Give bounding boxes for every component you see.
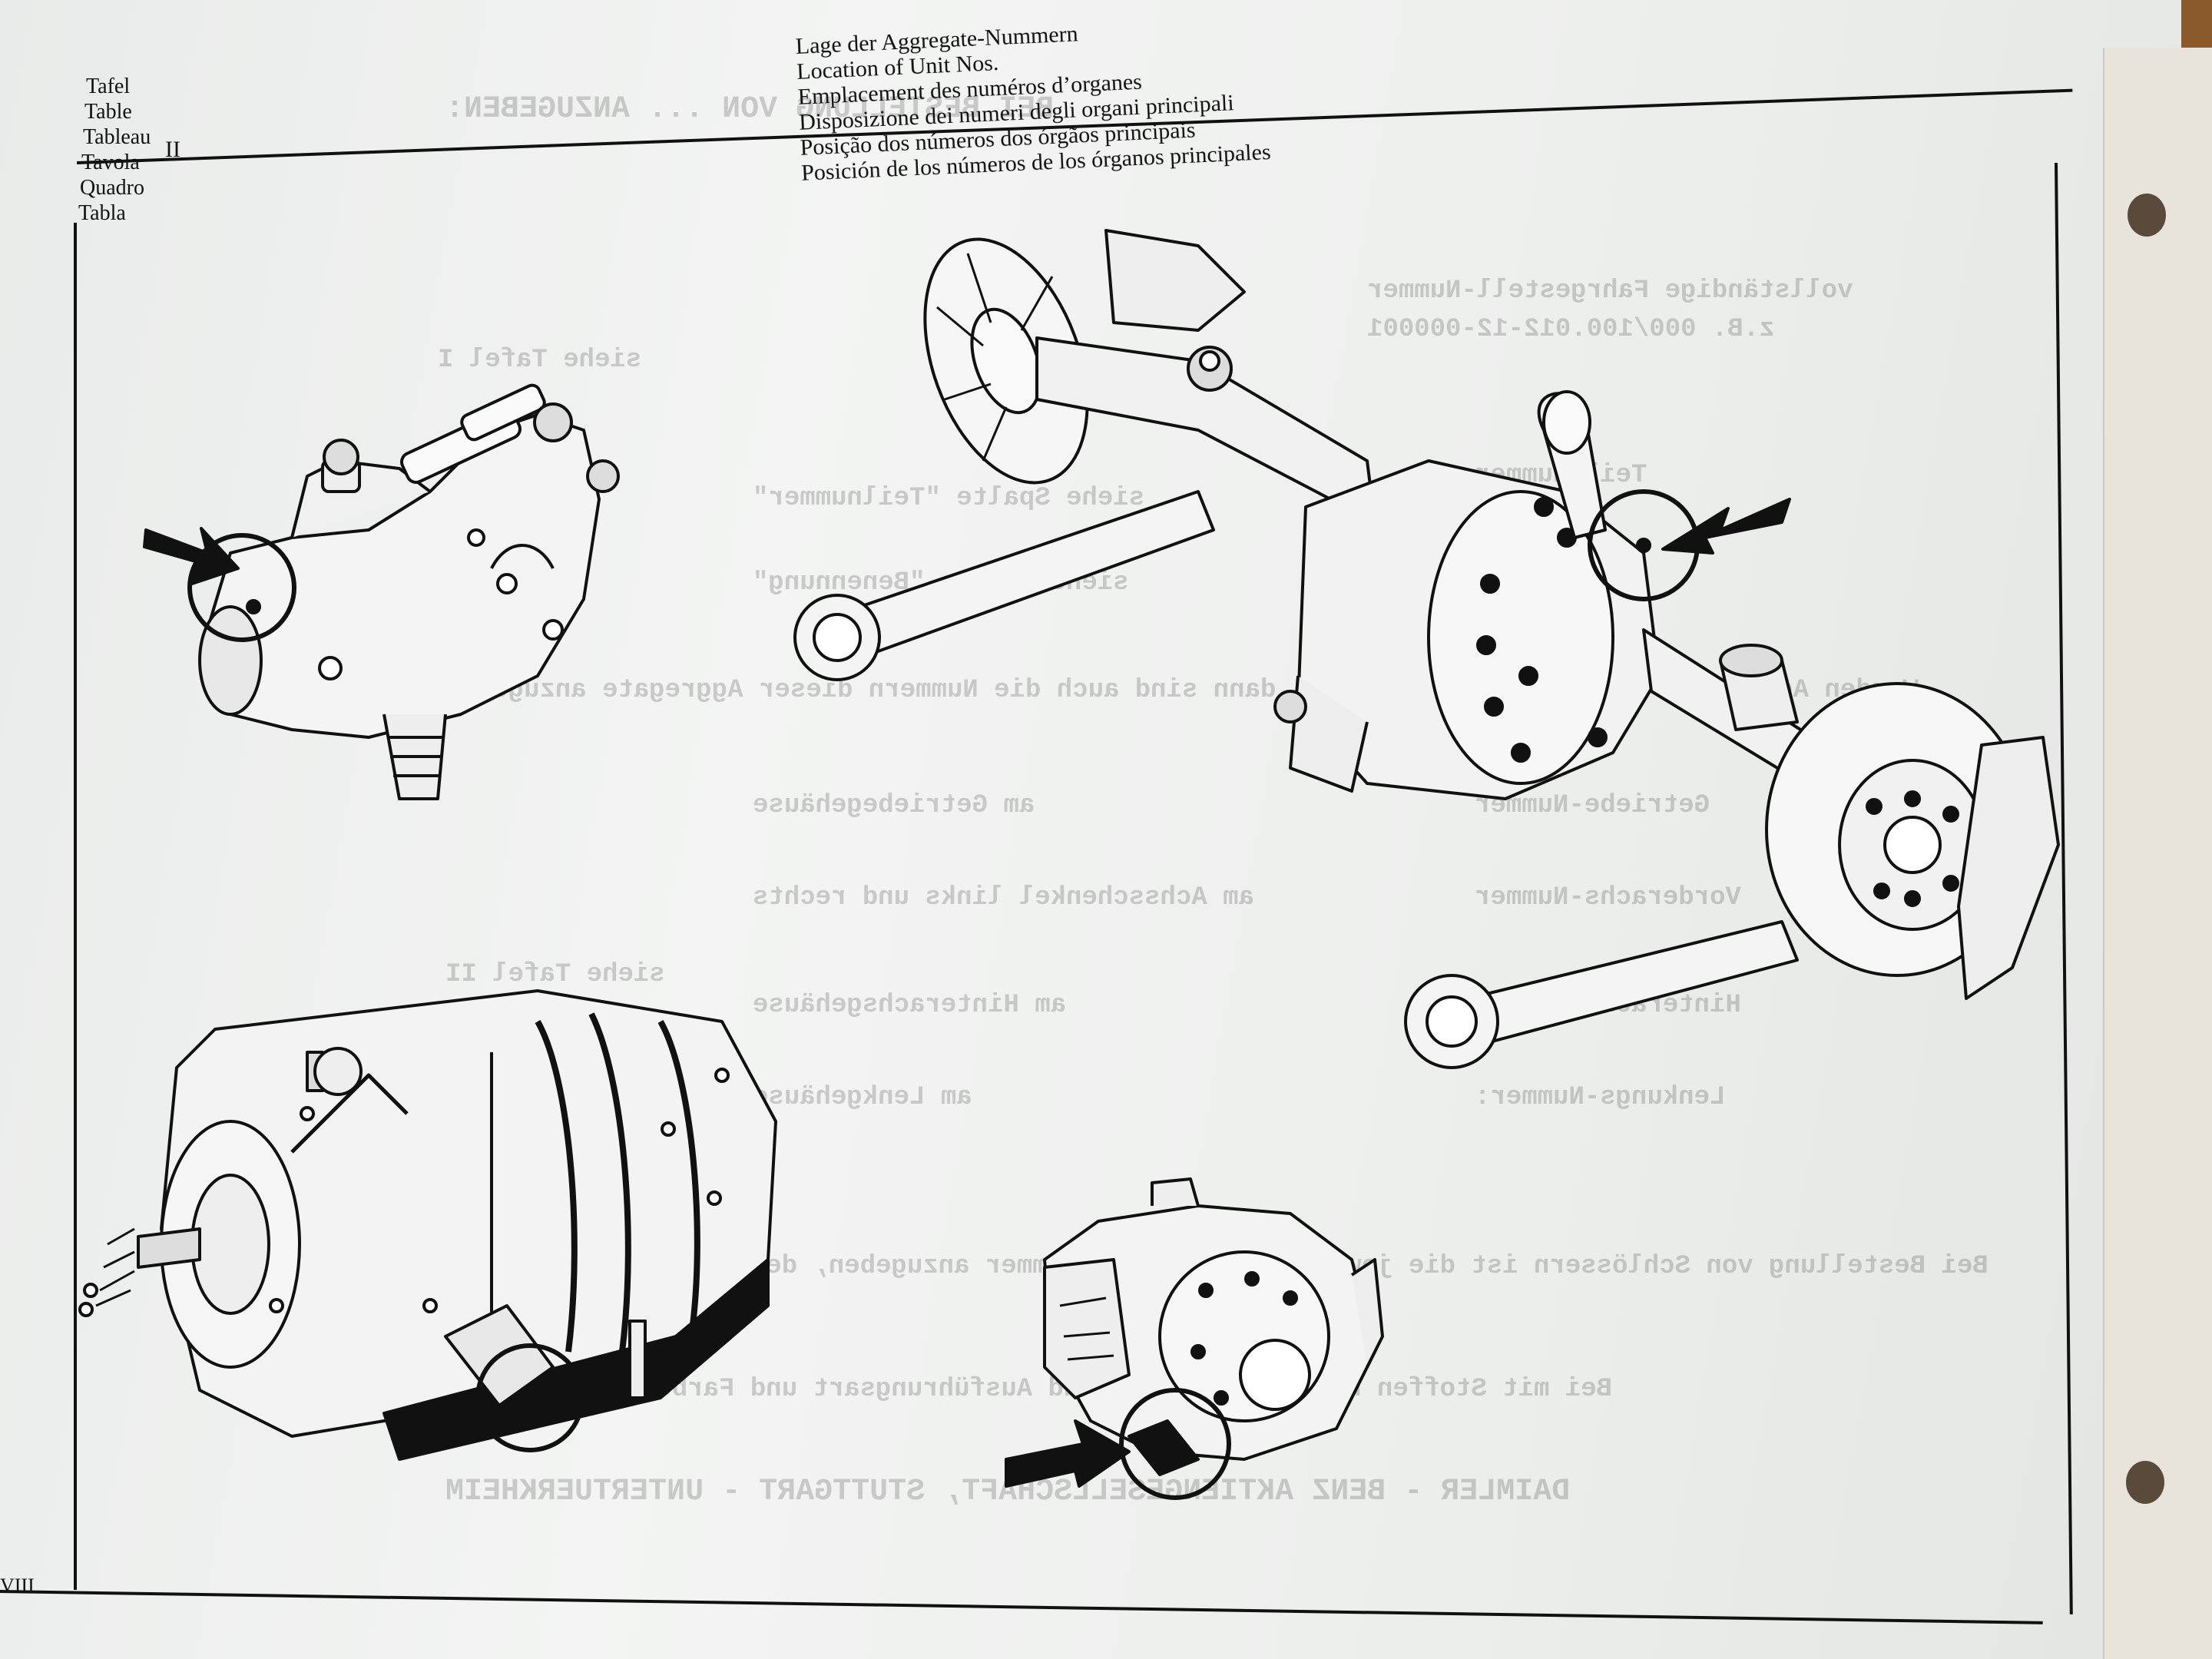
plate-label: Tableau [83,125,151,149]
rear-axle-illustration [793,229,2060,1069]
plate-label: Tafel [86,75,131,98]
plate-label: Quadro [80,176,144,200]
adjacent-sheet [2103,48,2212,1659]
punch-hole-top [2128,194,2166,237]
front-hub-brake-illustration [1005,1177,1384,1500]
page-number: VIII [0,1575,35,1597]
plate-label: Table [84,100,132,124]
plate-number: II [165,137,180,162]
punch-hole-bottom [2126,1461,2164,1504]
transmission-illustration [78,989,777,1461]
plate-label: Tabla [78,201,126,225]
steering-gear-illustration [143,383,620,800]
frame-left-rule [74,223,77,1590]
